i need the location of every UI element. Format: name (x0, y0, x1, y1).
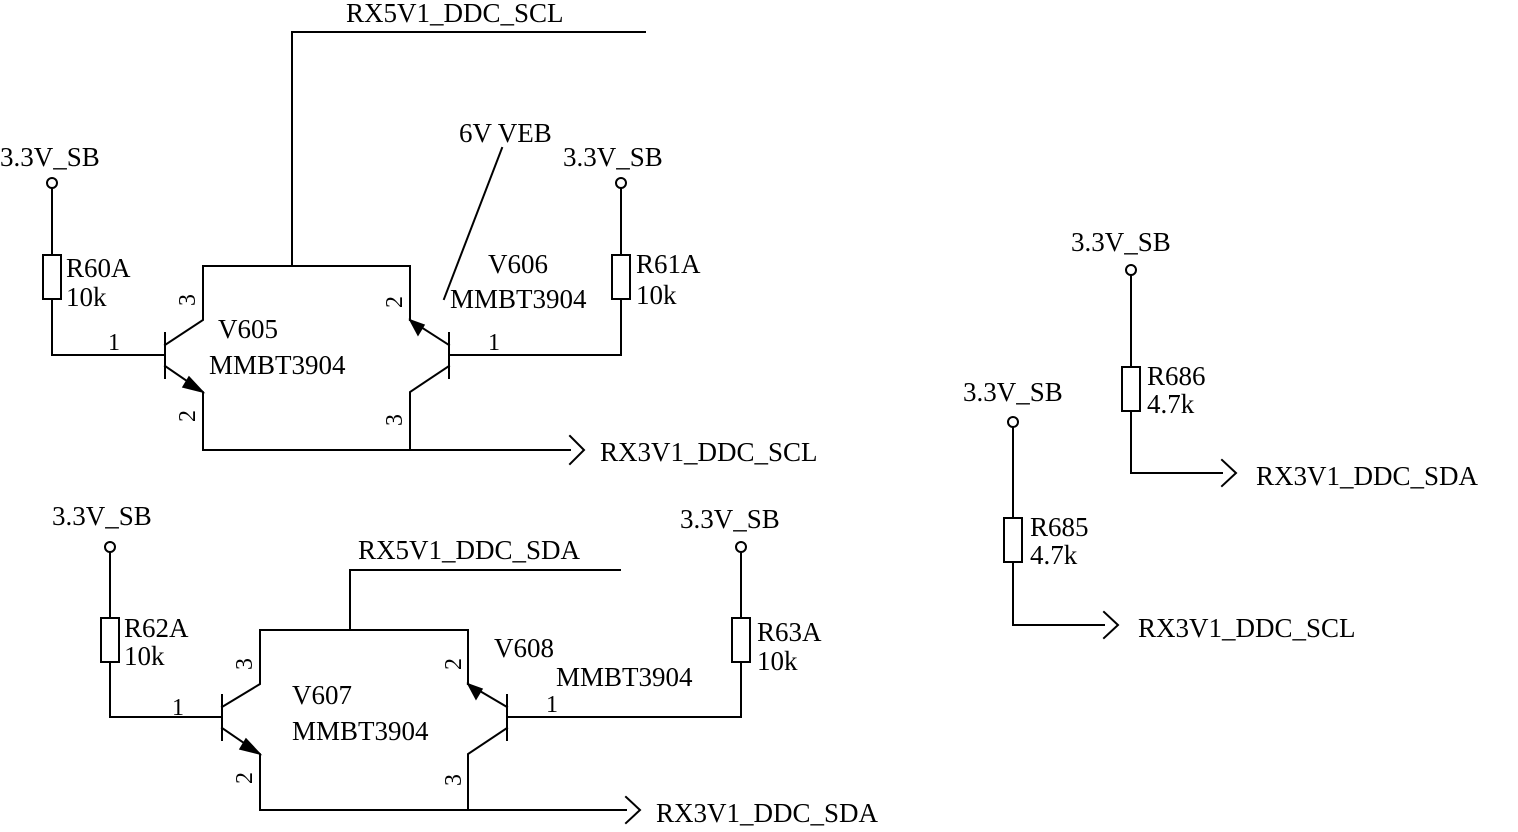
r60a-base-wire (51, 298, 166, 356)
transistor-v605 (163, 305, 206, 451)
v607-pin-emitter: 2 (232, 772, 258, 784)
v605-pin-base: 1 (108, 330, 120, 356)
v608-ref: V608 (494, 633, 554, 663)
supply-terminal-r61a (615, 177, 627, 189)
resistor-r62a (100, 617, 120, 663)
rx5v1-ddc-scl-wire (291, 31, 646, 267)
v607-part: MMBT3904 (292, 716, 429, 746)
v605-ref: V605 (218, 314, 278, 344)
supply-label-r63a: 3.3V_SB (680, 504, 780, 534)
v607-ref: V607 (292, 680, 352, 710)
supply-terminal-r685 (1007, 416, 1019, 428)
r62a-ref: R62A (124, 613, 189, 643)
r686-out-wire (1130, 410, 1223, 474)
v607-pin-base: 1 (172, 695, 184, 721)
r685-connector (1102, 610, 1120, 640)
r61a-ref: R61A (636, 249, 701, 279)
supply-label-r685: 3.3V_SB (963, 377, 1063, 407)
r62a-base-wire (109, 661, 223, 718)
r685-pullup: 3.3V_SB R685 4.7k RX3V1_DDC_SCL (963, 377, 1356, 643)
veb-leader-line (442, 146, 504, 301)
v606-part: MMBT3904 (450, 284, 587, 314)
r60a-ref: R60A (66, 253, 131, 283)
v608-pin-base: 1 (546, 692, 558, 718)
v605-pin-collector: 3 (175, 294, 201, 306)
r686-connector (1220, 458, 1238, 488)
r61a-base-wire (448, 298, 622, 356)
r686-pullup: 3.3V_SB R686 4.7k RX3V1_DDC_SDA (1071, 227, 1479, 491)
r61a-value: 10k (636, 280, 677, 310)
rx3v1-ddc-scl-label: RX3V1_DDC_SCL (600, 437, 818, 467)
r686-value: 4.7k (1147, 389, 1195, 419)
v608-pin-collector: 3 (441, 774, 467, 786)
r685-value: 4.7k (1030, 540, 1078, 570)
rx3v1-ddc-scl-connector (568, 434, 586, 466)
rx3v1-ddc-sda-label: RX3V1_DDC_SDA (656, 798, 879, 828)
resistor-r686 (1121, 366, 1141, 412)
r686-net-label: RX3V1_DDC_SDA (1256, 461, 1479, 491)
v607-pin-collector: 3 (232, 658, 258, 670)
rx5v1-ddc-scl-label: RX5V1_DDC_SCL (346, 0, 564, 28)
transistor-v608 (466, 682, 509, 811)
sda-level-shifter: RX5V1_DDC_SDA 3.3V_SB R62A 10k 1 3 2 V60… (52, 501, 879, 828)
rx5v1-ddc-sda-label: RX5V1_DDC_SDA (358, 535, 581, 565)
veb-annotation: 6V VEB (459, 118, 552, 148)
supply-label-r686: 3.3V_SB (1071, 227, 1171, 257)
resistor-r685 (1003, 517, 1023, 563)
r685-ref: R685 (1030, 512, 1089, 542)
transistor-v606 (408, 318, 451, 451)
v606-pin-emitter: 2 (382, 296, 408, 308)
v608-part: MMBT3904 (556, 662, 693, 692)
v606-ref: V606 (488, 249, 548, 279)
supply-label-r61a: 3.3V_SB (563, 142, 663, 172)
r685-net-label: RX3V1_DDC_SCL (1138, 613, 1356, 643)
r63a-ref: R63A (757, 617, 822, 647)
r686-ref: R686 (1147, 361, 1206, 391)
resistor-r60a (42, 254, 62, 300)
v605-part: MMBT3904 (209, 350, 346, 380)
v606-pin-collector: 3 (382, 414, 408, 426)
r60a-value: 10k (66, 282, 107, 312)
r62a-value: 10k (124, 641, 165, 671)
supply-terminal-r62a (104, 541, 116, 553)
resistor-r61a (611, 254, 631, 300)
sda-top-bridge-wire (259, 629, 469, 685)
supply-terminal-r60a (46, 177, 58, 189)
v606-pin-base: 1 (488, 330, 500, 356)
supply-label-r62a: 3.3V_SB (52, 501, 152, 531)
supply-terminal-r686 (1125, 264, 1137, 276)
resistor-r63a (731, 617, 751, 663)
scl-level-shifter: RX5V1_DDC_SCL 3.3V_SB R60A 10k 1 3 2 V60… (0, 0, 818, 467)
rx5v1-ddc-sda-wire (349, 569, 621, 631)
v605-pin-emitter: 2 (175, 410, 201, 422)
r63a-base-wire (506, 661, 742, 718)
rx3v1-ddc-sda-connector (624, 795, 642, 825)
supply-terminal-r63a (735, 541, 747, 553)
supply-label-r60a: 3.3V_SB (0, 142, 100, 172)
scl-top-bridge-wire (202, 265, 411, 321)
r685-out-wire (1012, 561, 1105, 626)
r63a-value: 10k (757, 646, 798, 676)
v608-pin-emitter: 2 (441, 658, 467, 670)
transistor-v607 (220, 669, 263, 811)
